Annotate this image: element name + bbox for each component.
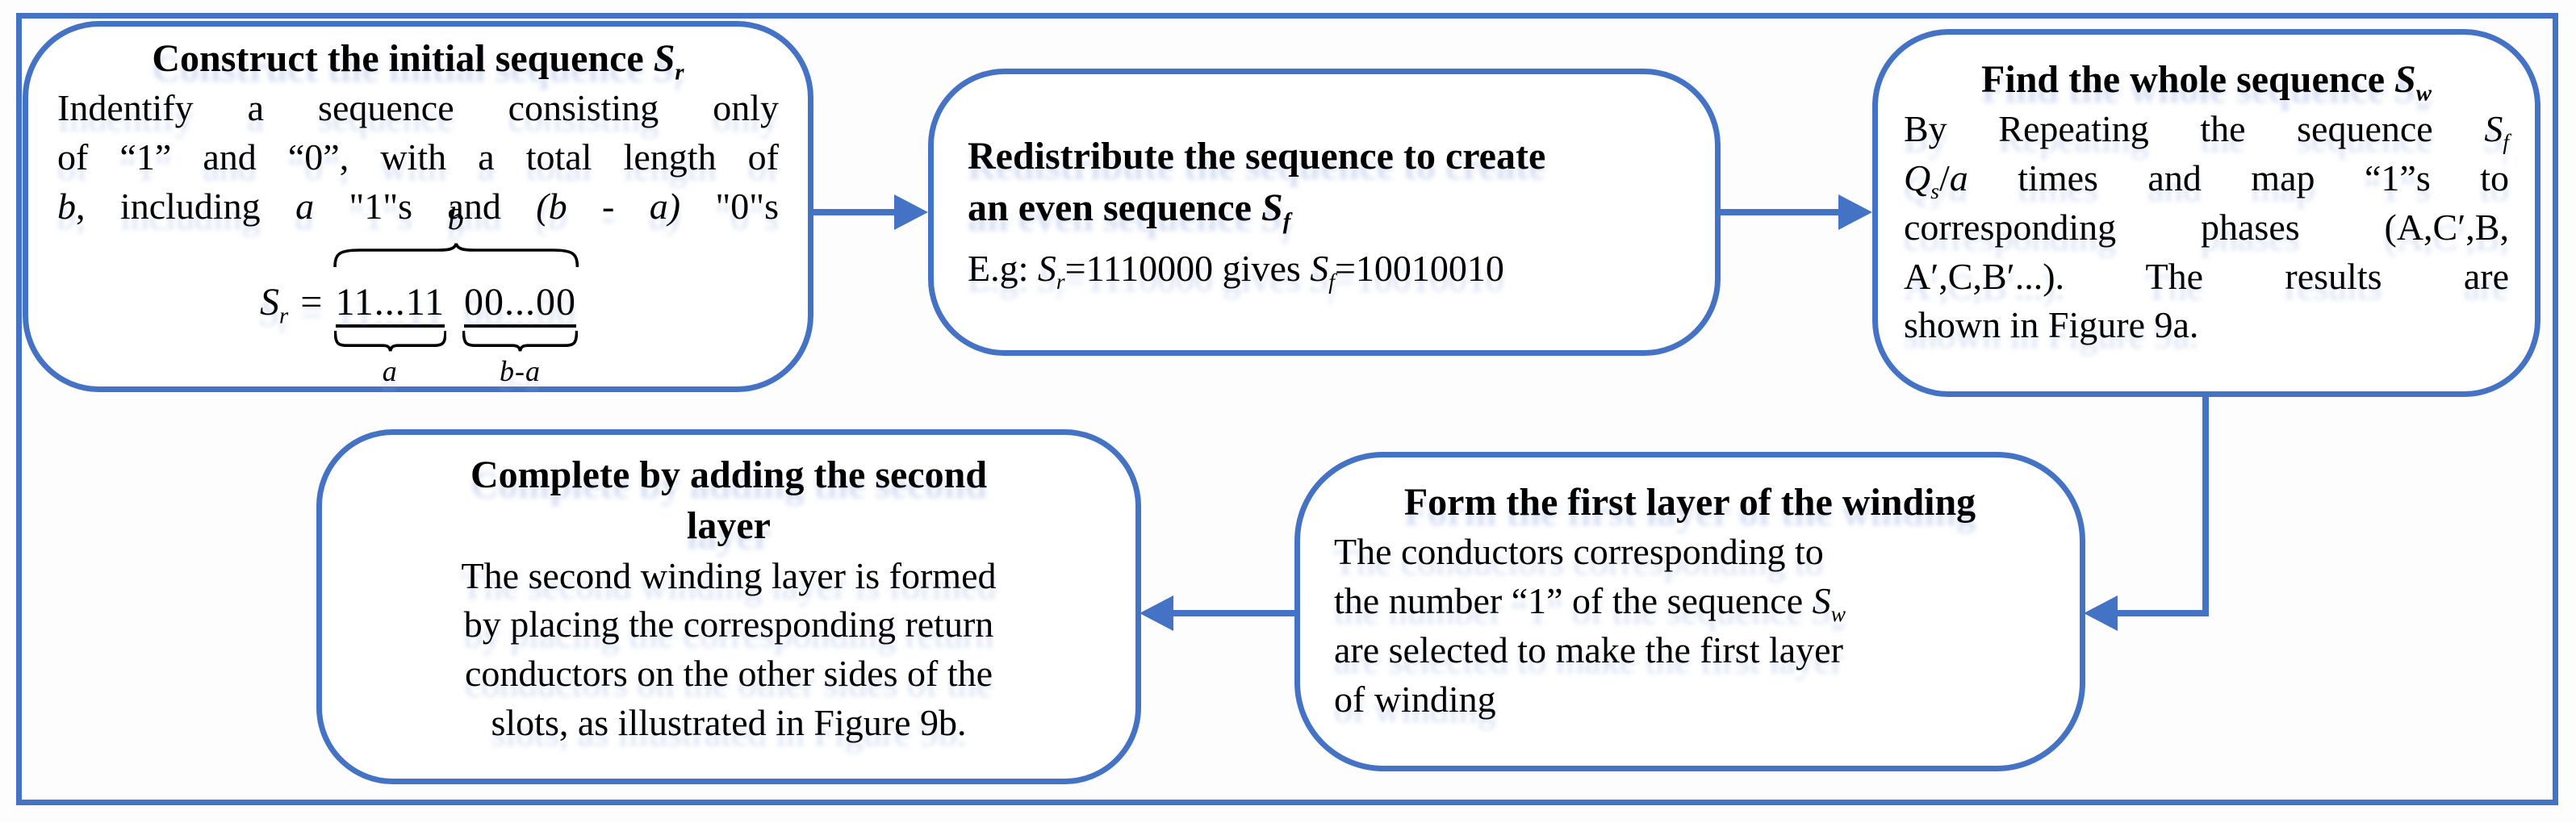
box4-body-line1: The conductors corresponding to: [1334, 531, 1824, 573]
box-construct-sequence: Construct the initial sequence Sr Indent…: [23, 21, 813, 392]
box3-body-line3: corresponding phases (A,C′,B,: [1904, 206, 2509, 248]
box5-title: Complete by adding the second layer: [470, 453, 988, 548]
formula-sr: Sr = b 11...11 a: [57, 202, 779, 387]
box-second-layer: Complete by adding the second layer The …: [316, 429, 1141, 784]
box5-body-line1: The second winding layer is formed: [461, 554, 997, 596]
box5-body-line4: slots, as illustrated in Figure 9b.: [491, 701, 967, 743]
box3-title: Find the whole sequence Sw: [1981, 58, 2432, 107]
brace-zeros-label: b-a: [500, 354, 542, 387]
box5-body-line2: by placing the corresponding return: [463, 604, 994, 645]
digit-group-zeros: 00...00 b-a: [464, 280, 577, 387]
box3-body-line4: A′,C,B′...). The results are: [1904, 255, 2509, 297]
box-redistribute-sequence: Redistribute the sequence to create an e…: [928, 69, 1721, 356]
connector-whole-to-firstlayer-head: [2084, 595, 2118, 631]
brace-ones-label: a: [382, 354, 398, 387]
box1-title: Construct the initial sequence Sr: [152, 37, 684, 86]
formula-lhs: Sr =: [259, 280, 324, 329]
box4-body-line2: the number “1” of the sequence Sw: [1334, 580, 1846, 627]
overbrace-icon: [332, 243, 579, 267]
box-first-layer: Form the first layer of the winding The …: [1294, 452, 2085, 771]
connector-whole-to-firstlayer-horizontal: [2116, 610, 2209, 616]
brace-total-label: b: [447, 199, 464, 236]
box1-body-line2: of “1” and “0”, with a total length of: [57, 136, 779, 178]
arrow-firstlayer-to-secondlayer-line: [1172, 610, 1294, 616]
arrow-redistribute-to-whole-head: [1838, 194, 1872, 230]
box4-body-line3: are selected to make the first layer: [1334, 629, 1843, 671]
box4-title: Form the first layer of the winding: [1403, 481, 1976, 524]
arrow-construct-to-redistribute-head: [894, 194, 928, 230]
box-whole-sequence: Find the whole sequence Sw By Repeating …: [1872, 29, 2540, 397]
arrow-firstlayer-to-secondlayer-head: [1140, 595, 1173, 631]
underbrace-zeros-icon: [462, 331, 578, 352]
box4-body-line4: of winding: [1334, 678, 1496, 720]
arrow-redistribute-to-whole-line: [1721, 209, 1842, 215]
box1-body-line1: Indentify a sequence consisting only: [57, 87, 779, 129]
figure-border: [16, 13, 2558, 805]
box1-body-line3: b, including a "1"s and (b - a) "0"s: [57, 185, 779, 227]
box3-body-line5: shown in Figure 9a.: [1904, 304, 2199, 346]
connector-whole-to-firstlayer-vertical: [2202, 395, 2209, 616]
box2-title: Redistribute the sequence to create an e…: [968, 135, 1546, 235]
box3-body-line2: Qs/a times and map “1”s to: [1904, 157, 2509, 204]
digit-group-ones: 11...11 a: [335, 280, 445, 387]
underbrace-ones-icon: [334, 331, 446, 352]
box2-example: E.g: Sr=1110000 gives Sf=10010010: [968, 248, 1504, 295]
box5-body-line3: conductors on the other sides of the: [464, 653, 993, 695]
arrow-construct-to-redistribute-line: [813, 209, 899, 215]
formula-digit-groups: b 11...11 a 00: [335, 202, 577, 387]
box3-body-line1: By Repeating the sequence Sf: [1904, 108, 2509, 155]
